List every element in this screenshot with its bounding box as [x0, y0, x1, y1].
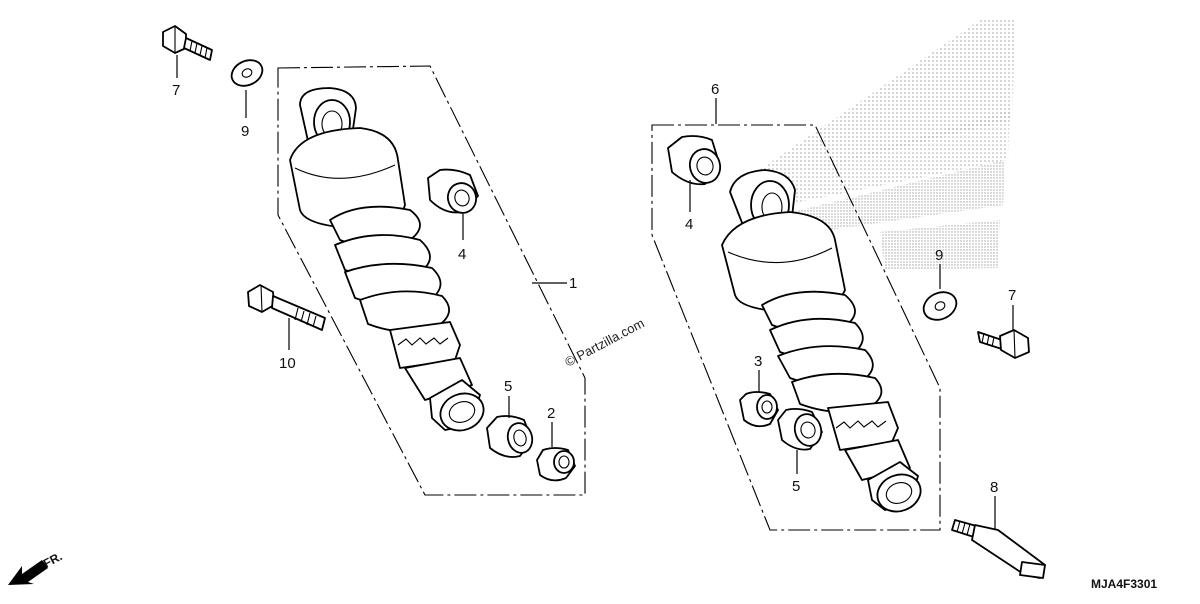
collar-icon	[536, 447, 576, 482]
callout-9: 9	[241, 123, 249, 140]
right-assembly-boundary	[651, 124, 941, 531]
callout-1: 1	[569, 275, 577, 292]
callout-4: 4	[458, 246, 466, 263]
washer-icon	[922, 291, 958, 321]
callout-9: 9	[935, 247, 943, 264]
rear-shock-absorber-icon	[721, 169, 922, 513]
callout-4: 4	[685, 216, 693, 233]
bushing-icon	[667, 135, 722, 186]
bushing-icon	[777, 407, 823, 451]
bushing-icon	[427, 168, 479, 214]
partzilla-watermark: © Partzilla.com	[562, 315, 646, 369]
washer-icon	[230, 59, 264, 87]
flange-bolt-icon	[162, 25, 213, 61]
callout-7: 7	[1008, 287, 1016, 304]
callout-5: 5	[504, 378, 512, 395]
callout-6: 6	[711, 81, 719, 98]
diagram-code: MJA4F3301	[1091, 577, 1157, 591]
rear-shock-absorber-icon	[289, 87, 485, 432]
bushing-icon	[486, 415, 534, 458]
flange-bolt-icon	[977, 329, 1030, 359]
front-direction-arrow-icon	[8, 560, 48, 585]
callout-7: 7	[172, 82, 180, 99]
left-assembly-boundary	[277, 65, 586, 496]
stud-bolt-icon	[951, 519, 1046, 579]
callout-2: 2	[547, 405, 555, 422]
collar-icon	[739, 391, 779, 428]
honda-wing-logo	[730, 20, 1015, 270]
callout-8: 8	[990, 479, 998, 496]
long-flange-bolt-icon	[247, 284, 326, 331]
callout-5: 5	[792, 478, 800, 495]
callout-3: 3	[754, 353, 762, 370]
callout-10: 10	[279, 355, 296, 372]
